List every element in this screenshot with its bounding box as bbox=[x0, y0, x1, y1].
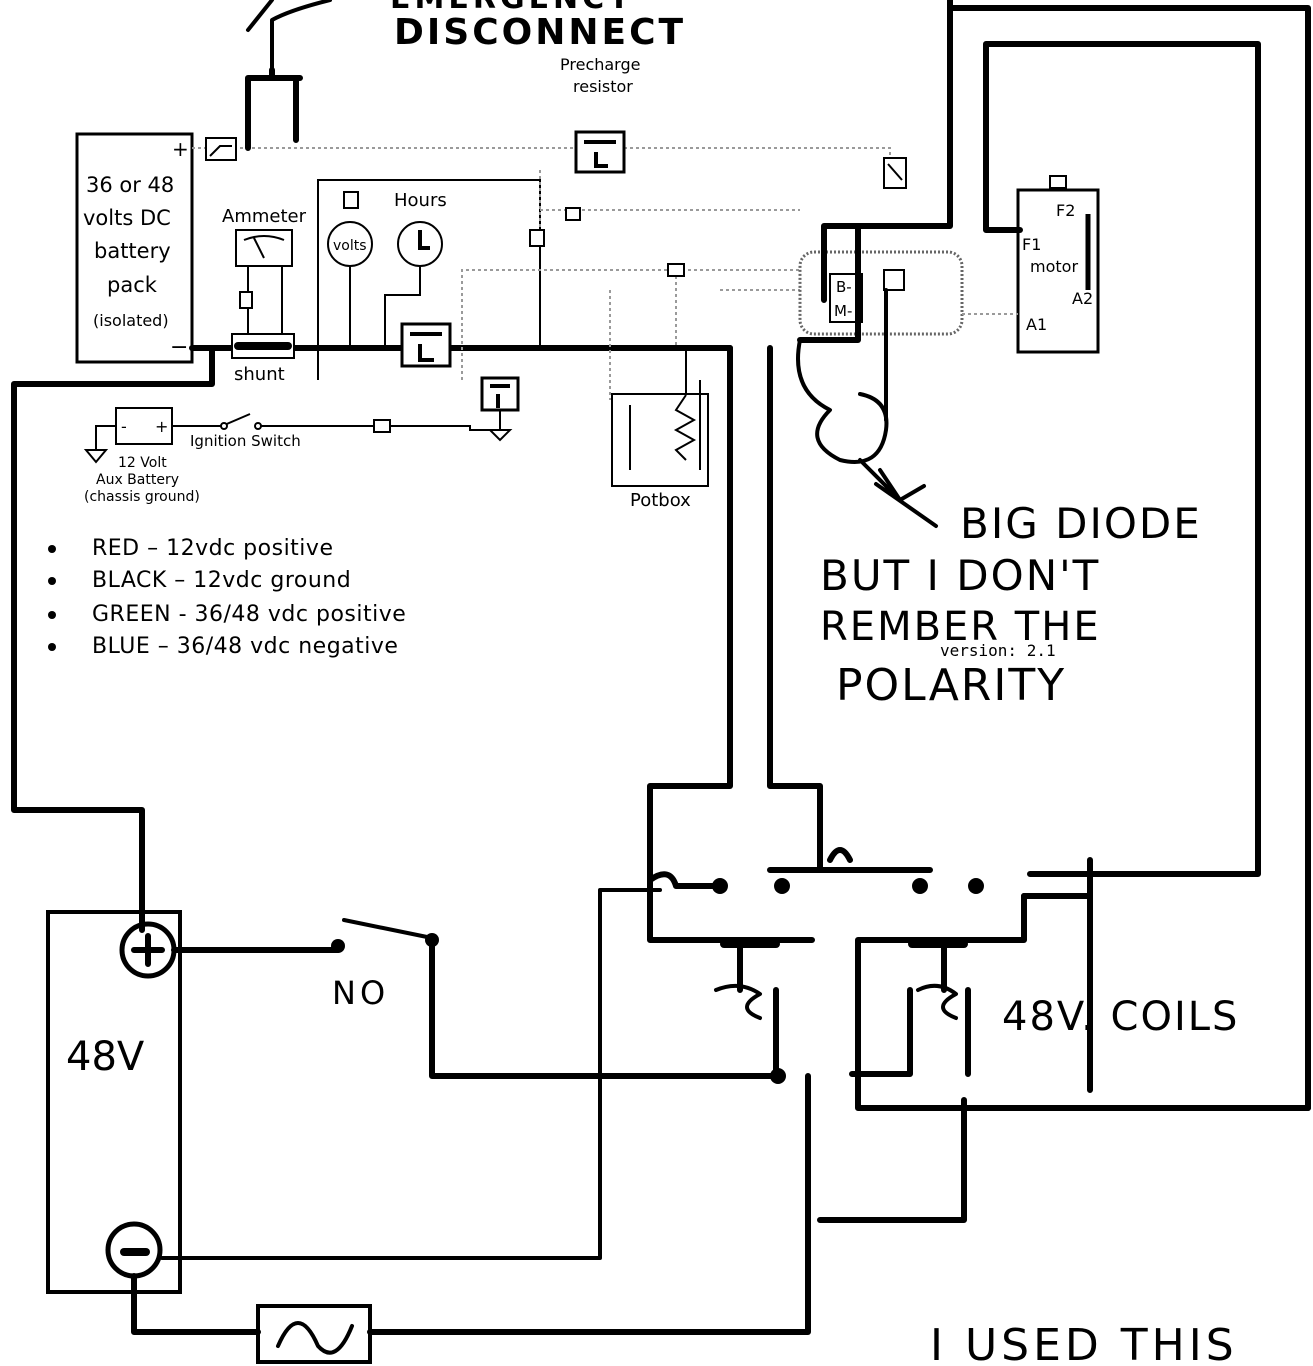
battery-pack-box bbox=[75, 132, 194, 364]
handwritten-title: DISCONNECT bbox=[394, 12, 686, 53]
motor-label: motor bbox=[1030, 257, 1078, 276]
handwritten-diode-line3: REMBER THE bbox=[820, 604, 1101, 650]
battery-pack-line4: pack bbox=[107, 273, 158, 297]
hand-battery-48v bbox=[46, 910, 182, 1294]
hand-fuse-box bbox=[256, 1304, 372, 1364]
version-label: version: 2.1 bbox=[940, 641, 1056, 660]
handwritten-title-partial: EMERGENCY bbox=[390, 0, 634, 16]
ammeter-label: Ammeter bbox=[222, 206, 307, 227]
handwritten-diode-line2: BUT I DON'T bbox=[820, 551, 1100, 600]
battery-pack-line1: 36 or 48 bbox=[86, 173, 174, 197]
handwritten-used-this: I USED THIS bbox=[930, 1320, 1238, 1366]
legend-item-red: RED – 12vdc positive bbox=[48, 536, 333, 561]
motor-a1: A1 bbox=[1026, 315, 1047, 334]
hours-label: Hours bbox=[394, 190, 447, 211]
svg-text:-: - bbox=[121, 417, 127, 436]
legend-item-blue: BLUE – 36/48 vdc negative bbox=[48, 634, 398, 659]
controller-m-minus: M- bbox=[834, 302, 852, 320]
battery-pack-line2: volts DC bbox=[83, 206, 171, 230]
handwritten-no: NO bbox=[332, 974, 389, 1012]
handwritten-coils: 48V. COILS bbox=[1002, 994, 1239, 1040]
shunt-label: shunt bbox=[234, 364, 285, 385]
aux-battery-line3: (chassis ground) bbox=[84, 489, 200, 505]
precharge-label-2: resistor bbox=[573, 77, 633, 96]
legend-item-black: BLACK – 12vdc ground bbox=[48, 568, 351, 593]
legend-item-green: GREEN - 36/48 vdc positive bbox=[48, 602, 406, 627]
motor-box bbox=[1016, 188, 1100, 354]
motor-f2: F2 bbox=[1056, 201, 1075, 220]
battery-pack-line3: battery bbox=[94, 239, 171, 263]
main-contactor bbox=[400, 322, 452, 368]
volts-label: volts bbox=[333, 238, 367, 254]
svg-text:+: + bbox=[155, 417, 168, 436]
potbox bbox=[611, 393, 709, 487]
fuse-symbol bbox=[205, 137, 237, 161]
precharge-label-1: Precharge bbox=[560, 55, 640, 74]
motor-a2: A2 bbox=[1072, 289, 1093, 308]
battery-pack-plus: + bbox=[172, 137, 189, 161]
handwritten-diode-line4: POLARITY bbox=[836, 660, 1066, 711]
ignition-switch-label: Ignition Switch bbox=[190, 432, 301, 450]
battery-pack-minus: − bbox=[170, 335, 188, 360]
aux-battery-line1: 12 Volt bbox=[118, 455, 167, 471]
controller-b-minus: B- bbox=[836, 278, 852, 296]
motor-f1: F1 bbox=[1022, 235, 1041, 254]
handwritten-48v: 48V bbox=[66, 1034, 145, 1080]
aux-battery-line2: Aux Battery bbox=[96, 472, 179, 488]
battery-pack-line5: (isolated) bbox=[93, 311, 169, 330]
potbox-label: Potbox bbox=[630, 490, 691, 511]
handwritten-diode-line1: BIG DIODE bbox=[960, 499, 1202, 548]
